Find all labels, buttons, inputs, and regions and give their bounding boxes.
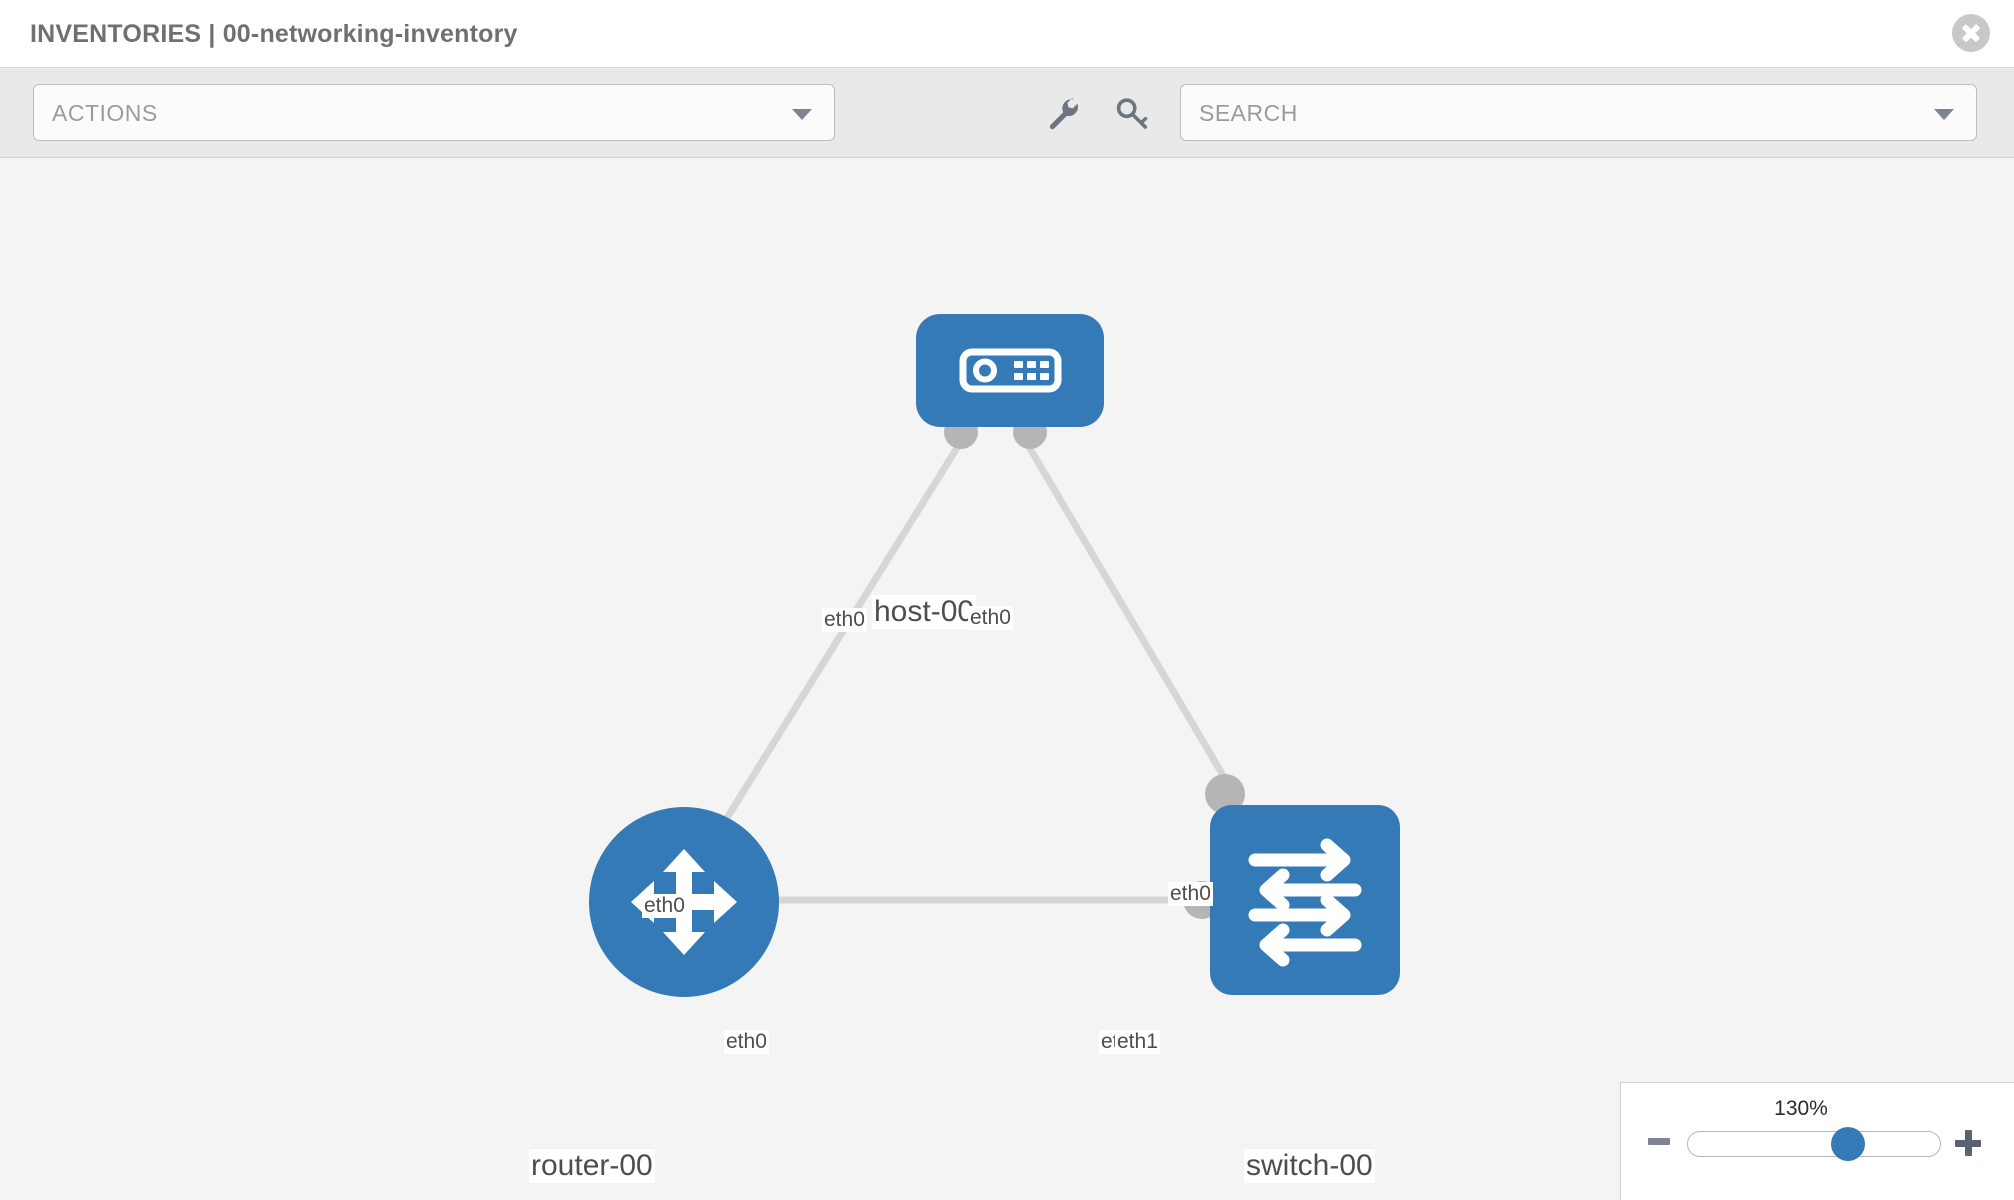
minus-icon[interactable] bbox=[1648, 1138, 1670, 1145]
switch-arrows-icon bbox=[1210, 805, 1400, 995]
zoom-level-label: 130% bbox=[1774, 1097, 1828, 1120]
iface-label-router00-north: eth0 bbox=[642, 894, 687, 919]
search-placeholder: SEARCH bbox=[1199, 100, 1298, 126]
iface-label-host00-left: eth0 bbox=[822, 608, 867, 633]
actions-dropdown[interactable]: ACTIONS bbox=[33, 84, 835, 141]
node-host-00[interactable] bbox=[916, 314, 1104, 427]
wrench-icon[interactable] bbox=[1046, 96, 1080, 130]
page-title: INVENTORIES | 00-networking-inventory bbox=[30, 20, 518, 48]
actions-dropdown-label: ACTIONS bbox=[52, 100, 158, 126]
search-input[interactable]: SEARCH bbox=[1180, 84, 1977, 141]
node-router-00-label: router-00 bbox=[529, 1149, 655, 1183]
iface-label-router00-east: eth0 bbox=[724, 1030, 769, 1055]
node-switch-00-label: switch-00 bbox=[1244, 1149, 1375, 1183]
server-icon bbox=[916, 314, 1104, 427]
toolbar: ACTIONS SEARCH bbox=[0, 68, 2014, 158]
zoom-control-panel: 130% bbox=[1620, 1082, 2014, 1200]
zoom-slider-track[interactable] bbox=[1687, 1127, 1941, 1161]
iface-label-host00-right: eth0 bbox=[968, 606, 1013, 631]
page-header: INVENTORIES | 00-networking-inventory bbox=[0, 0, 2014, 68]
chevron-down-icon bbox=[792, 108, 812, 120]
close-icon[interactable] bbox=[1952, 14, 1990, 52]
node-host-00-label: host-00 bbox=[872, 595, 977, 629]
zoom-slider-thumb[interactable] bbox=[1831, 1127, 1865, 1161]
edge-host00-router00 bbox=[690, 431, 969, 875]
node-switch-00[interactable] bbox=[1210, 805, 1400, 995]
node-switch-00-shape bbox=[1210, 805, 1400, 995]
iface-label-switch00-north: eth0 bbox=[1168, 882, 1213, 907]
node-host-00-shape bbox=[916, 314, 1104, 427]
plus-icon[interactable] bbox=[1955, 1130, 1981, 1156]
chevron-down-icon[interactable] bbox=[1934, 108, 1954, 120]
edge-host00-switch00 bbox=[1018, 431, 1241, 803]
key-icon[interactable] bbox=[1115, 96, 1149, 130]
topology-canvas[interactable]: host-00 router-00 bbox=[0, 159, 2014, 1200]
topology-edges bbox=[690, 431, 1241, 904]
iface-label-switch00-west-eth1: eth1 bbox=[1115, 1030, 1160, 1055]
